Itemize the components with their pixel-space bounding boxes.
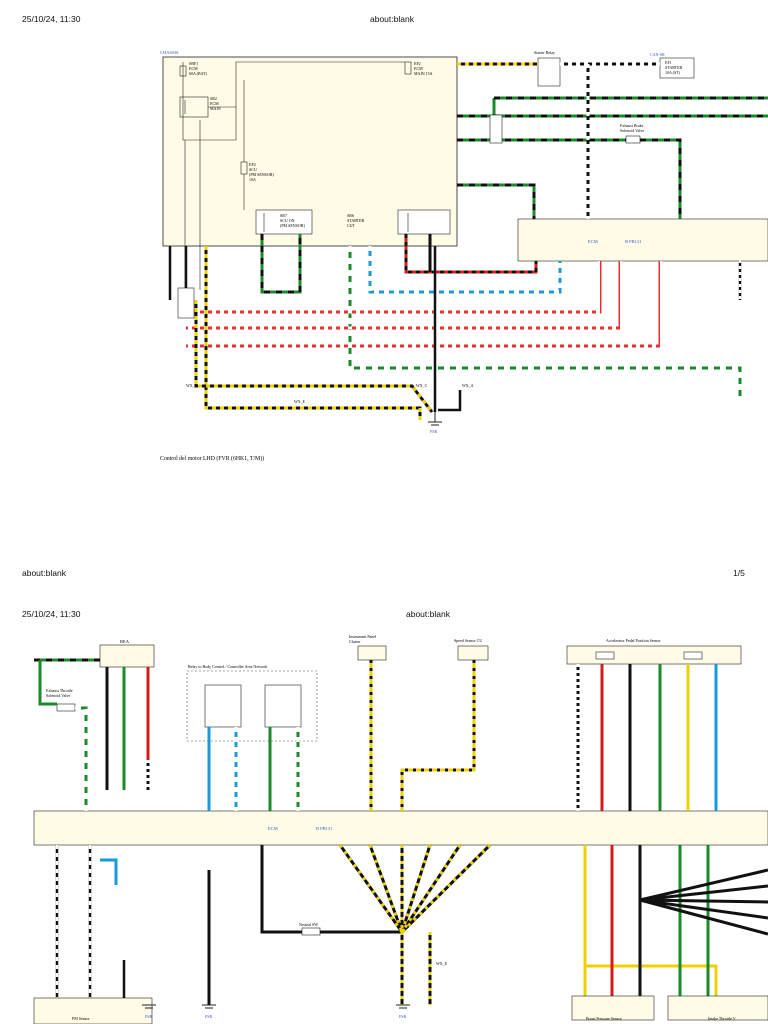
chassis-label: CHASSIS [160, 50, 179, 55]
svg-text:MAIN: MAIN [210, 106, 221, 111]
fuse-ef2: EF2 ECM MAIN 15A [404, 61, 433, 76]
svg-text:10A (ST): 10A (ST) [665, 70, 681, 75]
svg-text:EF1: EF1 [665, 60, 672, 65]
svg-text:SR6: SR6 [347, 213, 354, 218]
svg-text:Solenoid Valve: Solenoid Valve [620, 128, 644, 133]
page1-header-datetime: 25/10/24, 11:30 [22, 14, 81, 24]
svg-text:MAIN 15A: MAIN 15A [414, 71, 433, 76]
ground-label-wxe: WX_E [294, 399, 306, 404]
svg-text:Intake Throttle V: Intake Throttle V [708, 1016, 736, 1021]
svg-text:ECM: ECM [268, 826, 278, 831]
svg-text:Exhaust Throttle: Exhaust Throttle [46, 688, 73, 693]
svg-text:SCU ON: SCU ON [280, 218, 295, 223]
svg-text:PM Sensor: PM Sensor [72, 1016, 90, 1021]
svg-text:Solenoid Valve: Solenoid Valve [46, 693, 70, 698]
connector-fb278 [489, 114, 503, 144]
relay-sr7: SR7 SCU ON (PM SENSOR) [255, 209, 313, 235]
page1-header-title: about:blank [370, 14, 414, 24]
fuse-ef1: EF1 STARTER 10A (ST) [659, 57, 695, 79]
diagram-caption: Control del motor LHD (FVR (6HK1, T/M)) [160, 455, 264, 462]
svg-text:ECM: ECM [414, 66, 423, 71]
ecm-box-page1: ECM B FB131 [517, 218, 768, 262]
component-intake-throttle: Intake Throttle V [667, 995, 768, 1021]
page1-footer-left: about:blank [22, 568, 66, 578]
component-pm-sensor: PM Sensor [33, 997, 153, 1024]
ground-label-fsr-a: FSR [145, 1014, 152, 1019]
svg-text:Cluster: Cluster [349, 639, 361, 644]
component-rea: REA [99, 639, 155, 668]
component-accel-pedal-sensor: Accelerator Pedal Position Sensor [566, 638, 742, 665]
page1-wires [168, 62, 768, 420]
svg-text:10A: 10A [249, 177, 256, 182]
svg-text:B FB131: B FB131 [625, 239, 641, 244]
ground-label-wxa: WX_A [462, 383, 474, 388]
ecm-box-page2: ECM B FB131 [33, 810, 768, 846]
starter-relay: Starter Relay [534, 50, 561, 87]
svg-text:SCU: SCU [249, 167, 257, 172]
ground-label-wxc: WX_C [416, 383, 428, 388]
page1-diagram: CHASSIS SBF1 ECM 60A (BAT) SR2 ECM MAIN … [160, 50, 768, 462]
ground-label-wxe-page2: WX_E [436, 961, 448, 966]
component-neutral-sw: Neutral SW [299, 922, 321, 936]
svg-text:SR2: SR2 [210, 96, 217, 101]
svg-text:EF2: EF2 [414, 61, 421, 66]
svg-text:EF4: EF4 [249, 162, 256, 167]
svg-text:Speed Sensor CU: Speed Sensor CU [454, 638, 482, 643]
svg-text:Boost Pressure Sensor: Boost Pressure Sensor [586, 1016, 622, 1021]
svg-text:B FB131: B FB131 [316, 826, 332, 831]
svg-text:FSR: FSR [430, 429, 437, 434]
svg-text:STARTER: STARTER [347, 218, 365, 223]
relay-sr6: SR6 STARTER CUT [347, 209, 451, 235]
svg-text:60A (BAT): 60A (BAT) [189, 71, 208, 76]
ground-fsr-page1: FSR [428, 412, 442, 434]
svg-text:ECM: ECM [588, 239, 598, 244]
ground-label-fsr-b: FSR [205, 1014, 212, 1019]
svg-text:Instrument Panel: Instrument Panel [349, 634, 377, 639]
page2-wires [34, 658, 768, 1005]
page2-header-title: about:blank [406, 609, 450, 619]
ground-label-wxb: WX_B [186, 383, 198, 388]
fuse-sbf1: SBF1 ECM 60A (BAT) [179, 61, 208, 100]
page2-header-datetime: 25/10/24, 11:30 [22, 609, 81, 619]
component-relay-bcm: Relay to Body Control / Controller Area … [186, 664, 318, 742]
svg-text:Accelerator Pedal Position Sen: Accelerator Pedal Position Sensor [606, 638, 661, 643]
svg-text:STARTER: STARTER [665, 65, 683, 70]
page1-footer-right: 1/5 [733, 568, 745, 578]
svg-text:SR7: SR7 [280, 213, 287, 218]
svg-text:REA: REA [120, 639, 130, 644]
svg-text:CUT: CUT [347, 223, 356, 228]
ground-label-fsr-c: FSR [399, 1014, 406, 1019]
svg-text:(PM SENSOR): (PM SENSOR) [249, 172, 274, 177]
svg-text:ECM: ECM [210, 101, 219, 106]
svg-text:Exhaust Brake: Exhaust Brake [620, 123, 644, 128]
component-instrument-panel: Instrument Panel Cluster [349, 634, 387, 661]
svg-text:Starter Relay: Starter Relay [534, 50, 555, 55]
can-sr-label: CAN-SR [650, 52, 665, 57]
svg-text:SBF1: SBF1 [189, 61, 198, 66]
component-boost-sensor: Boost Pressure Sensor [571, 995, 655, 1021]
component-exhaust-throttle: Exhaust Throttle Solenoid Valve [46, 688, 76, 712]
svg-text:Relay to Body Control / Contro: Relay to Body Control / Controller Area … [188, 664, 267, 669]
svg-text:Neutral SW: Neutral SW [299, 922, 318, 927]
svg-text:ECM: ECM [189, 66, 198, 71]
page2-diagram: REA Exhaust Throttle Solenoid Valve Rela… [33, 634, 768, 1024]
grounds-page2 [142, 1004, 410, 1009]
svg-text:(PM SENSOR): (PM SENSOR) [280, 223, 305, 228]
connector-fb331 [177, 287, 195, 319]
component-speed-sensor: Speed Sensor CU [454, 638, 489, 661]
